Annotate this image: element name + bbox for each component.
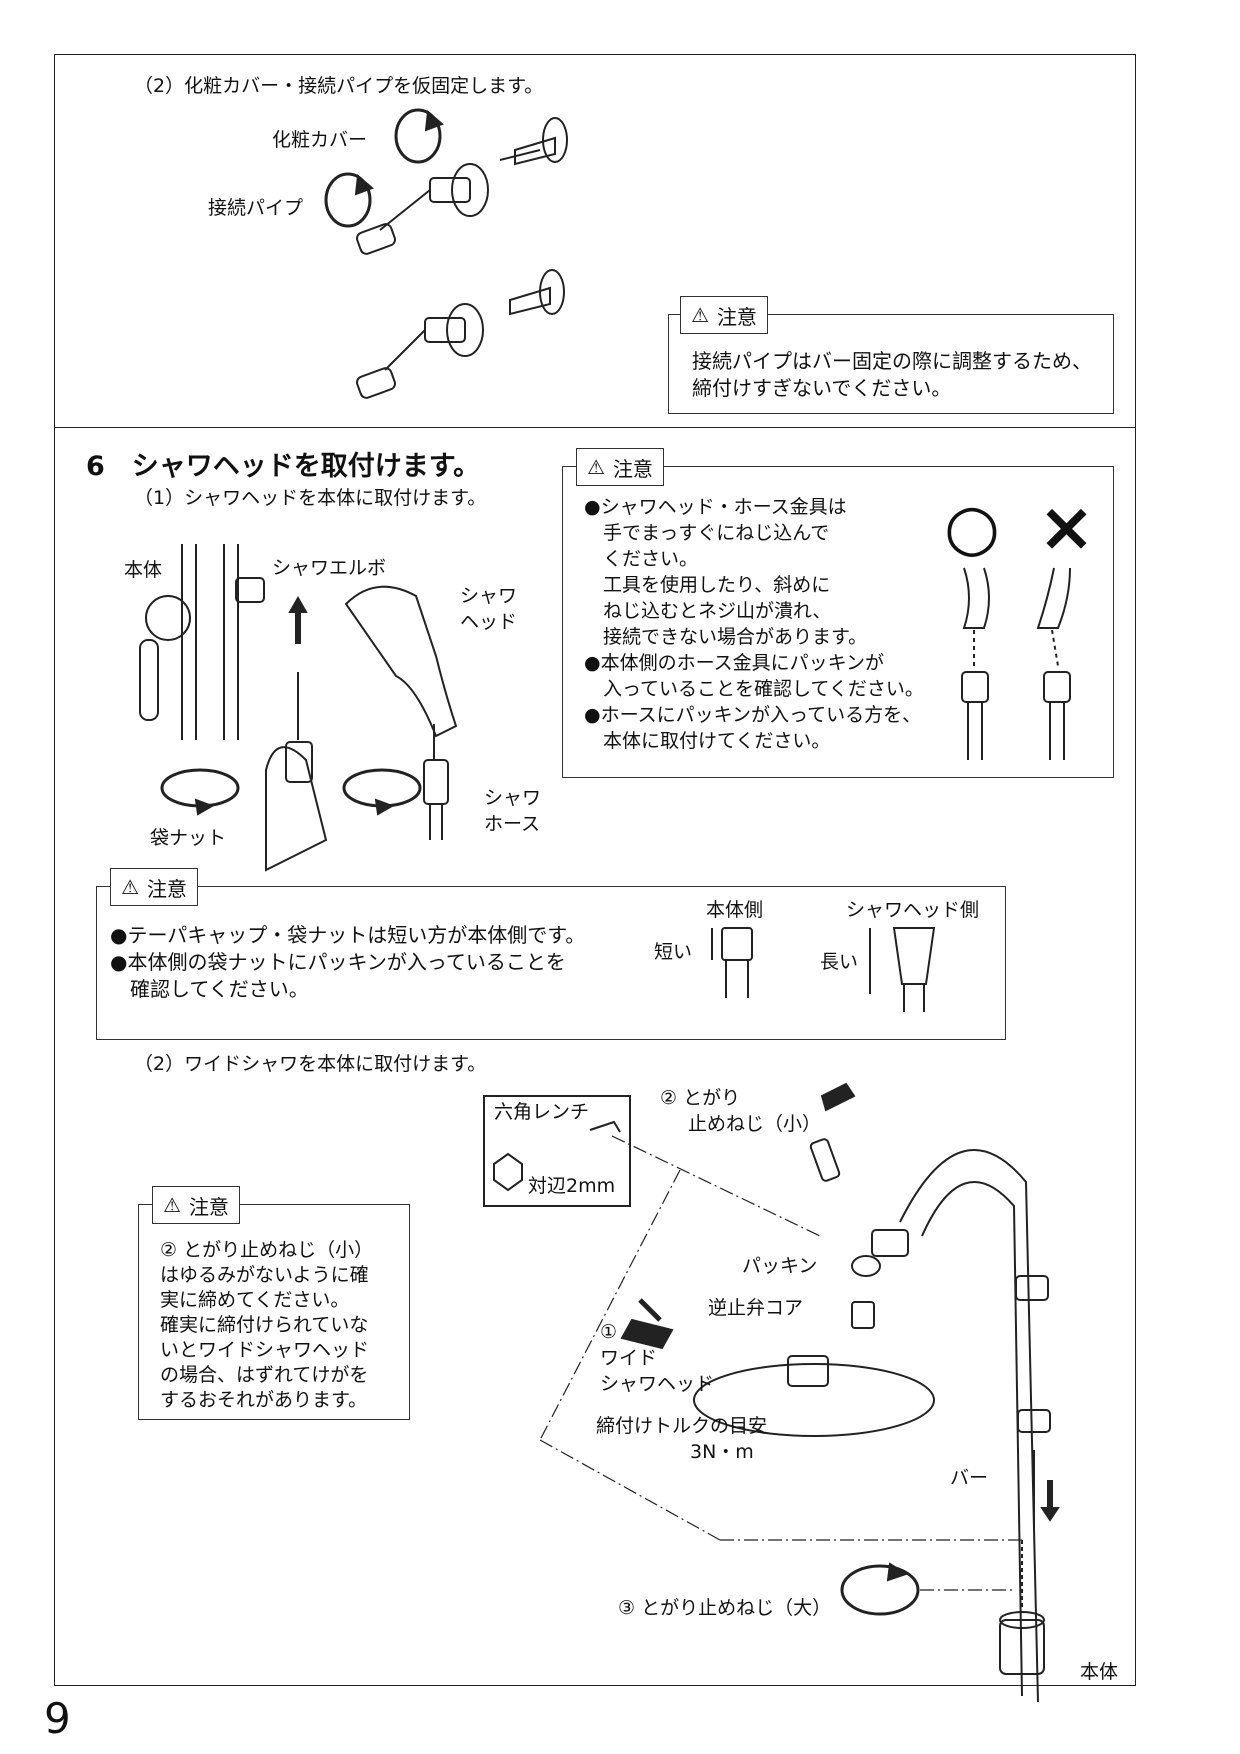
label-packing: パッキン xyxy=(742,1255,818,1277)
label-shower-hose-1: シャワ xyxy=(484,787,542,809)
caution-line: 接続できない場合があります。 xyxy=(584,626,868,648)
label-large-screw: ③ とがり止めねじ（大） xyxy=(618,1597,832,1619)
caution-line: 本体に取付けてください。 xyxy=(584,730,831,752)
section-divider xyxy=(54,427,1136,428)
label-connection-pipe: 接続パイプ xyxy=(208,197,304,219)
caution-box-nut-length xyxy=(96,886,1006,1040)
caution-line: 入っていることを確認してください。 xyxy=(584,678,924,700)
label-torque-1: 締付けトルクの目安 xyxy=(596,1415,768,1437)
caution-line: ●ホースにパッキンが入っている方を、 xyxy=(584,704,922,726)
section-heading: 6 シャワヘッドを取付けます。 xyxy=(86,451,481,482)
caution-line: ●シャワヘッド・ホース金具は xyxy=(584,496,847,518)
caution-line: 実に締めてください。 xyxy=(160,1289,350,1311)
caution-title: 注意 xyxy=(612,456,653,481)
caution-box-threading xyxy=(562,466,1114,778)
label-shower-hose-2: ホース xyxy=(484,813,541,835)
label-body: 本体 xyxy=(124,559,163,581)
page-number: 9 xyxy=(44,1694,71,1743)
label-shower-head-1: シャワ xyxy=(460,585,518,607)
caution-tab-screw: ⚠ 注意 xyxy=(152,1186,240,1224)
caution-line: ねじ込むとネジ山が潰れ、 xyxy=(584,600,832,622)
label-body-bottom: 本体 xyxy=(1080,1661,1119,1683)
caution-line: 確実に締付けられていな xyxy=(160,1314,369,1336)
caution-line: いとワイドシャワヘッド xyxy=(160,1339,370,1361)
caution-body-pipe: 接続パイプはバー固定の際に調整するため、 締付けすぎないでください。 xyxy=(692,348,1092,402)
caution-line: 確認してください。 xyxy=(110,977,309,1001)
ng-mark-icon: × xyxy=(1038,488,1095,567)
label-head-side: シャワヘッド側 xyxy=(846,899,980,921)
caution-line: 接続パイプはバー固定の際に調整するため、 xyxy=(692,349,1092,373)
label-bar: バー xyxy=(950,1467,989,1489)
caution-title: 注意 xyxy=(188,1194,229,1219)
caution-line: ●本体側の袋ナットにパッキンが入っていることを xyxy=(110,950,566,974)
caution-line: 手でまっすぐにねじ込んで xyxy=(584,522,830,544)
step-title-attach-head: （1）シャワヘッドを本体に取付けます。 xyxy=(134,487,487,509)
caution-body-threading: ●シャワヘッド・ホース金具は 手でまっすぐにねじ込んで ください。 工具を使用し… xyxy=(584,494,924,754)
label-hex-wrench: 六角レンチ xyxy=(494,1101,590,1123)
caution-line: 締付けすぎないでください。 xyxy=(692,376,952,400)
ok-mark-icon: ○ xyxy=(944,491,1000,565)
caution-line: 工具を使用したり、斜めに xyxy=(584,574,831,596)
caution-tab-threading: ⚠ 注意 xyxy=(576,448,664,486)
label-body-side: 本体側 xyxy=(706,899,764,921)
caution-box-screw xyxy=(138,1204,410,1420)
label-hex-size: 対辺2mm xyxy=(528,1175,616,1197)
caution-title: 注意 xyxy=(716,304,757,329)
label-cap-nut: 袋ナット xyxy=(150,827,227,849)
step-title-wide-shower: （2）ワイドシャワを本体に取付けます。 xyxy=(134,1053,487,1075)
warning-triangle-icon: ⚠ xyxy=(121,875,139,899)
caution-tab-nut-length: ⚠ 注意 xyxy=(110,868,198,906)
caution-line: ください。 xyxy=(584,548,699,570)
label-shower-elbow: シャワエルボ xyxy=(272,557,387,579)
warning-triangle-icon: ⚠ xyxy=(587,455,605,479)
caution-line: の場合、はずれてけがを xyxy=(160,1364,369,1386)
label-decorative-cover: 化粧カバー xyxy=(272,129,368,151)
label-torque-2: 3N・m xyxy=(690,1441,754,1463)
label-wide-head-3: シャワヘッド xyxy=(600,1373,715,1395)
label-small-screw-2: 止めねじ（小） xyxy=(688,1113,822,1135)
label-long: 長い xyxy=(820,951,859,973)
warning-triangle-icon: ⚠ xyxy=(691,303,709,327)
caution-line: ② とがり止めねじ（小） xyxy=(160,1239,374,1261)
caution-line: ●本体側のホース金具にパッキンが xyxy=(584,652,885,674)
caution-line: はゆるみがないように確 xyxy=(160,1264,369,1286)
label-short: 短い xyxy=(654,941,693,963)
caution-body-screw: ② とがり止めねじ（小） はゆるみがないように確 実に締めてください。 確実に締… xyxy=(160,1238,373,1413)
caution-tab-pipe: ⚠ 注意 xyxy=(680,296,768,334)
caution-title: 注意 xyxy=(146,876,187,901)
label-wide-head-2: ワイド xyxy=(600,1347,658,1369)
caution-line: ●テーパキャップ・袋ナットは短い方が本体側です。 xyxy=(110,923,586,947)
warning-triangle-icon: ⚠ xyxy=(163,1193,181,1217)
label-shower-head-2: ヘッド xyxy=(460,611,518,633)
caution-line: するおそれがあります。 xyxy=(160,1389,368,1411)
page-frame xyxy=(54,54,1136,1686)
label-check-valve: 逆止弁コア xyxy=(708,1297,804,1319)
label-wide-head-1: ① xyxy=(600,1321,618,1343)
caution-box-pipe xyxy=(668,314,1114,414)
step-title-temporary-fix: （2）化粧カバー・接続パイプを仮固定します。 xyxy=(134,75,544,97)
caution-body-nut-length: ●テーパキャップ・袋ナットは短い方が本体側です。 ●本体側の袋ナットにパッキンが… xyxy=(110,922,585,1003)
label-small-screw-1: ② とがり xyxy=(660,1087,741,1109)
